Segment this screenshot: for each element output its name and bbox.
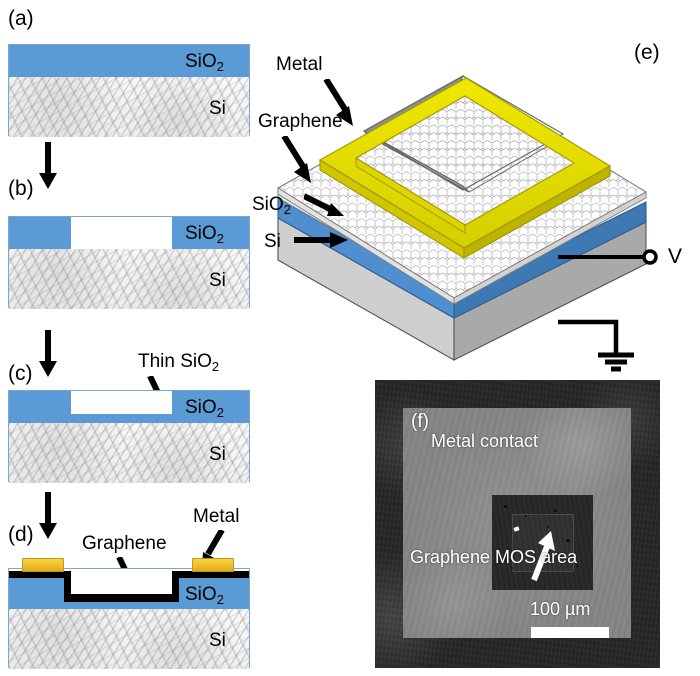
metal-annotation-d: Metal <box>193 506 240 527</box>
metal-label-e: Metal <box>276 54 323 75</box>
graphene-film-bottom-d <box>64 594 179 602</box>
panel-a-cross-section: SiO2 Si <box>8 44 250 137</box>
oxide-label-b: SiO2 <box>185 223 224 246</box>
oxide-block-left-d <box>9 577 71 609</box>
ground-connection <box>558 319 634 372</box>
oxide-label-c: SiO2 <box>185 397 224 420</box>
graphene-film-step-left-d <box>64 571 71 601</box>
substrate-label-e: Si <box>264 231 281 252</box>
graphene-film-left-d <box>9 571 71 578</box>
substrate-label-c: Si <box>209 444 226 465</box>
oxide-label-b-text: SiO <box>185 223 217 244</box>
silicon-layer-a <box>9 77 249 137</box>
oxide-label-e-text: SiO <box>252 194 284 215</box>
oxide-pointer-arrow-e <box>304 193 344 216</box>
process-arrow-c-to-d <box>39 492 57 539</box>
metal-ring-side-right <box>463 165 611 259</box>
thin-oxide-layer-c <box>71 414 172 423</box>
silicon-layer-c <box>9 423 249 483</box>
panel-b-cross-section: SiO2 Si <box>8 216 250 309</box>
panel-letter-c: (c) <box>8 362 33 385</box>
oxide-label-b-sub: 2 <box>216 230 224 246</box>
oxide-label-d-sub: 2 <box>216 591 224 607</box>
oxide-block-left-b <box>9 217 71 249</box>
substrate-label-d: Si <box>209 630 226 651</box>
oxide-label-a-sub: 2 <box>216 58 224 74</box>
substrate-label-b: Si <box>209 270 226 291</box>
graphene-annotation-d: Graphene <box>82 533 167 554</box>
metal-pointer-arrow-e <box>323 79 353 126</box>
panel-letter-d: (d) <box>8 523 34 546</box>
process-arrow-b-to-c <box>39 330 57 377</box>
sem-speck <box>566 539 570 542</box>
panel-f-sem-image: (f) Metal contact Graphene MOS area 100 … <box>375 380 660 668</box>
silicon-layer-d <box>9 609 249 669</box>
thin-oxide-annotation-text: Thin SiO <box>138 351 212 372</box>
thin-oxide-annotation-sub: 2 <box>211 358 220 374</box>
oxide-label-e: SiO2 <box>252 194 291 217</box>
oxide-label-d: SiO2 <box>185 584 224 607</box>
sem-mos-window-region <box>492 495 593 590</box>
sem-graphene-area-label: Graphene MOS area <box>410 547 578 567</box>
panel-e-schematic: (e) <box>252 0 700 376</box>
panel-letter-a: (a) <box>8 7 34 30</box>
metal-contact-right-d <box>192 558 234 572</box>
sem-speck <box>525 515 527 517</box>
metal-ring-inner-side <box>355 157 466 234</box>
sem-speck <box>547 526 549 528</box>
oxide-block-right-c <box>172 391 249 423</box>
mos-window-rim <box>362 75 565 191</box>
sem-speck <box>511 567 513 569</box>
panel-d-cross-section: SiO2 Si <box>8 558 250 669</box>
sem-speck <box>554 509 557 512</box>
voltage-label-e: V <box>668 245 683 268</box>
oxide-label-a: SiO2 <box>185 51 224 74</box>
oxide-right-face <box>453 201 647 319</box>
oxide-block-right-b <box>172 217 249 249</box>
metal-contact-left-d <box>22 558 64 572</box>
silicon-layer-b <box>9 249 249 309</box>
panel-letter-e: (e) <box>634 41 660 64</box>
oxide-label-a-text: SiO <box>185 51 217 72</box>
sem-speck <box>504 505 507 508</box>
oxide-layer-a <box>9 45 249 77</box>
process-arrow-a-to-b <box>39 142 57 189</box>
panel-letter-f: (f) <box>411 411 429 432</box>
graphene-film-right-d <box>172 571 249 578</box>
thin-oxide-layer-d <box>71 602 172 609</box>
oxide-label-c-text: SiO <box>185 397 217 418</box>
sem-scale-bar <box>531 627 609 638</box>
sem-pointer-arrow <box>531 531 555 582</box>
substrate-label-a: Si <box>209 98 226 119</box>
graphene-right-thickness <box>453 191 647 305</box>
panel-letter-b: (b) <box>8 177 34 200</box>
sem-speck <box>576 565 579 567</box>
oxide-label-e-sub: 2 <box>283 201 291 217</box>
graphene-pointer-arrow-e <box>281 136 311 183</box>
oxide-block-right-d <box>172 577 249 609</box>
oxide-block-left-c <box>9 391 71 423</box>
voltage-terminal-wire <box>558 249 658 265</box>
thin-oxide-annotation-c: Thin SiO2 <box>138 351 220 374</box>
graphene-label-e: Graphene <box>258 111 343 132</box>
oxide-label-c-sub: 2 <box>216 404 224 420</box>
panel-c-cross-section: SiO2 Si <box>8 390 250 483</box>
substrate-pointer-arrow-e <box>294 232 348 248</box>
sem-metal-contact-region <box>403 408 631 638</box>
oxide-label-d-text: SiO <box>185 584 217 605</box>
sem-scale-bar-label: 100 µm <box>530 599 591 619</box>
graphene-film-step-right-d <box>172 571 179 602</box>
sem-metal-contact-label: Metal contact <box>431 431 539 451</box>
